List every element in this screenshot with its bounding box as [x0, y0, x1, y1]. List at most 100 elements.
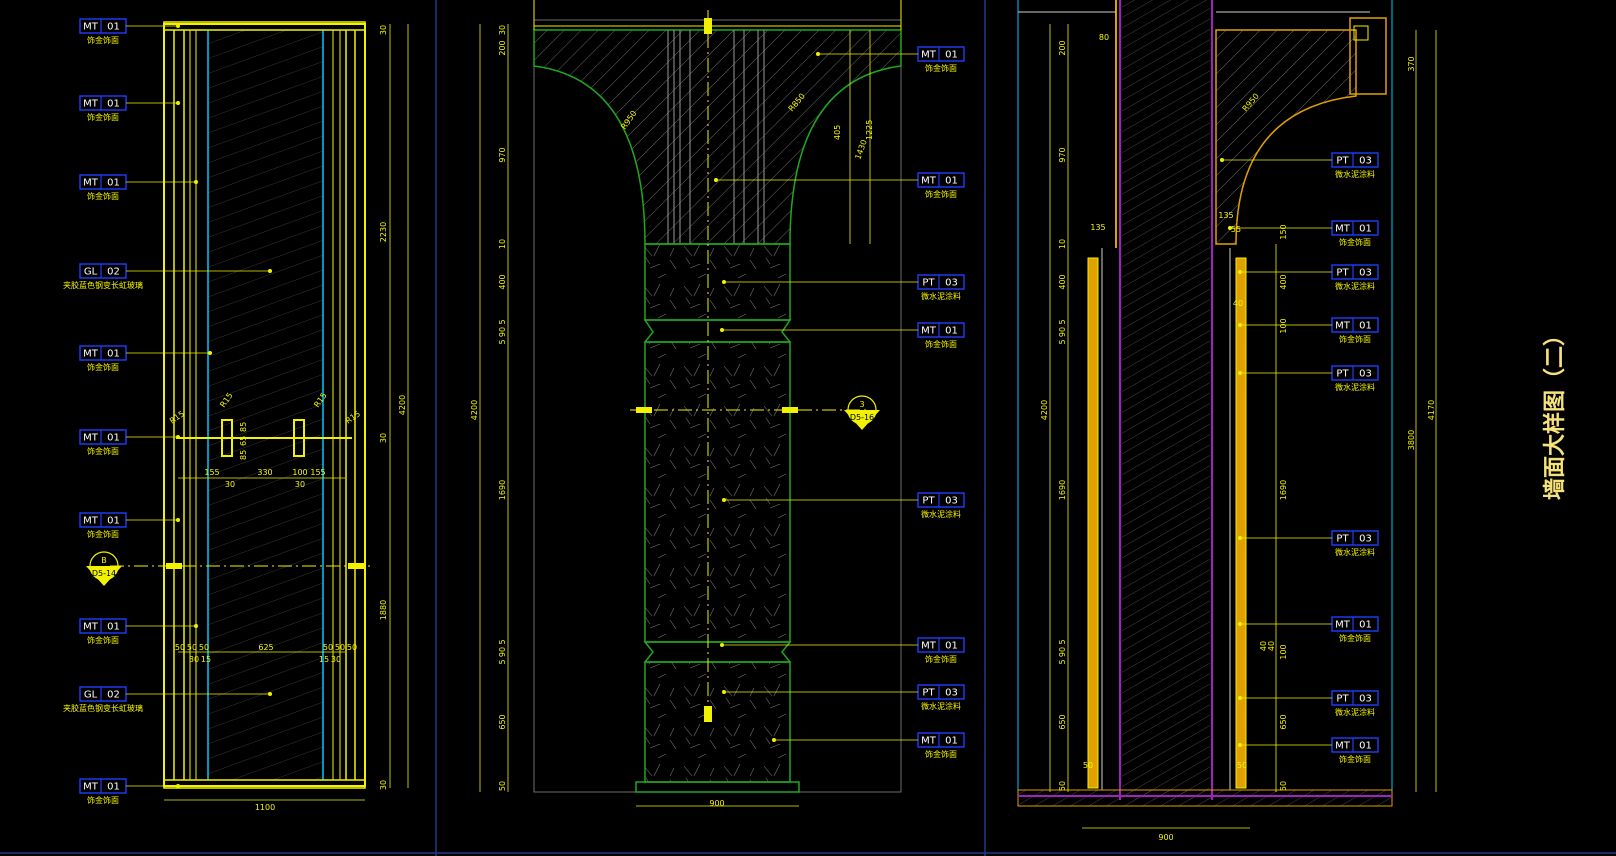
tag-code: MT [83, 516, 99, 527]
right-dim-6: 90 [1058, 327, 1067, 337]
tag-description: 饰金饰面 [1339, 237, 1371, 247]
tag-description: 微水泥涂料 [921, 701, 961, 711]
leader-dot [176, 24, 180, 28]
leader-dot [1238, 743, 1242, 747]
tag-description: 饰金饰面 [87, 529, 119, 539]
tag-number: 01 [107, 622, 120, 633]
tag-code: GL [84, 267, 98, 278]
leader-dot [816, 52, 820, 56]
left-section-marker: B D5-14 [86, 551, 122, 586]
tag-number: 01 [1359, 224, 1372, 235]
right-small-5: 40 [1233, 299, 1243, 308]
mid-dim-9: 4200 [470, 400, 479, 420]
right-wall-section [1017, 0, 1393, 807]
mid-dim-11: 5 [498, 639, 507, 644]
right-dim-3800: 3800 [1407, 430, 1416, 450]
tag-code: MT [921, 176, 937, 187]
left-dim-6: 30 [379, 780, 388, 790]
tag-number: 01 [107, 516, 120, 527]
right-dim-4: 400 [1058, 274, 1067, 289]
tag-code: PT [1336, 268, 1349, 279]
tag-code: MT [83, 433, 99, 444]
right-dim-12: 5 [1058, 659, 1067, 664]
mid-dim-3: 970 [498, 147, 507, 162]
leader-dot [176, 435, 180, 439]
left-mid-dim-1: 155 [204, 468, 219, 477]
tag-description: 饰金饰面 [87, 112, 119, 122]
tag-code: PT [922, 278, 935, 289]
leader-dot [268, 269, 272, 273]
mid-marker-bottom: D5-16 [850, 413, 874, 422]
left-bottom-dim: 1100 [255, 803, 275, 812]
tag-number: 01 [1359, 321, 1372, 332]
middle-section-marker: 3 D5-16 [844, 395, 880, 430]
tag-number: 01 [945, 641, 958, 652]
tag-code: PT [1336, 369, 1349, 380]
mid-top-dim-1: 405 [833, 125, 842, 140]
middle-column-elevation [533, 0, 902, 793]
left-low-dim-6: 50 [335, 643, 345, 652]
tag-description: 夹胶蓝色钢变长虹玻璃 [63, 703, 143, 713]
left-small-dim-1: 85 [239, 422, 248, 432]
tag-code: MT [921, 641, 937, 652]
tag-code: MT [921, 326, 937, 337]
leader-dot [176, 101, 180, 105]
tag-code: PT [1336, 534, 1349, 545]
leader-dot [1238, 371, 1242, 375]
right-inner-dim-4: 1690 [1279, 480, 1288, 500]
leader-dot [1238, 323, 1242, 327]
left-small-dim-3: 85 [239, 450, 248, 460]
tag-description: 饰金饰面 [87, 795, 119, 805]
tag-description: 饰金饰面 [925, 749, 957, 759]
right-small-7: 50 [1237, 761, 1247, 770]
leader-dot [722, 280, 726, 284]
mid-top-dim-3: 1225 [865, 120, 874, 140]
right-dim-8: 4200 [1040, 400, 1049, 420]
left-dim-3: 4200 [398, 395, 407, 415]
left-material-tag: MT 01 饰金饰面 [79, 512, 180, 539]
tag-description: 饰金饰面 [925, 339, 957, 349]
tag-description: 饰金饰面 [87, 35, 119, 45]
tag-code: MT [1335, 321, 1351, 332]
tag-number: 03 [945, 496, 958, 507]
right-dim-7: 5 [1058, 339, 1067, 344]
left-dim-5: 1880 [379, 600, 388, 620]
tag-code: MT [83, 22, 99, 33]
tag-code: PT [922, 496, 935, 507]
right-dim-4170: 4170 [1427, 400, 1436, 420]
tag-number: 01 [1359, 741, 1372, 752]
tag-description: 夹胶蓝色钢变长虹玻璃 [63, 280, 143, 290]
right-dim-370: 370 [1407, 56, 1416, 71]
tag-number: 01 [107, 22, 120, 33]
mid-dim-14: 650 [498, 714, 507, 729]
left-low-dim-11: 30 [331, 655, 341, 664]
tag-number: 03 [945, 278, 958, 289]
right-dimensions [1049, 24, 1437, 829]
leader-dot [720, 328, 724, 332]
leader-dot [194, 180, 198, 184]
leader-dot [1238, 622, 1242, 626]
left-material-tag: MT 01 饰金饰面 [79, 18, 180, 45]
left-mid-dim-3: 100 [292, 468, 307, 477]
mid-dim-6: 5 [498, 319, 507, 324]
left-low-dim-9: 15 [201, 655, 211, 664]
right-small-1: 80 [1099, 33, 1109, 42]
left-low-dim-10: 15 [319, 655, 329, 664]
right-dim-2: 970 [1058, 147, 1067, 162]
tag-code: MT [83, 349, 99, 360]
mid-dim-2: 200 [498, 40, 507, 55]
tag-description: 饰金饰面 [925, 189, 957, 199]
mid-dim-10: 1690 [498, 480, 507, 500]
right-dim-11: 90 [1058, 647, 1067, 657]
